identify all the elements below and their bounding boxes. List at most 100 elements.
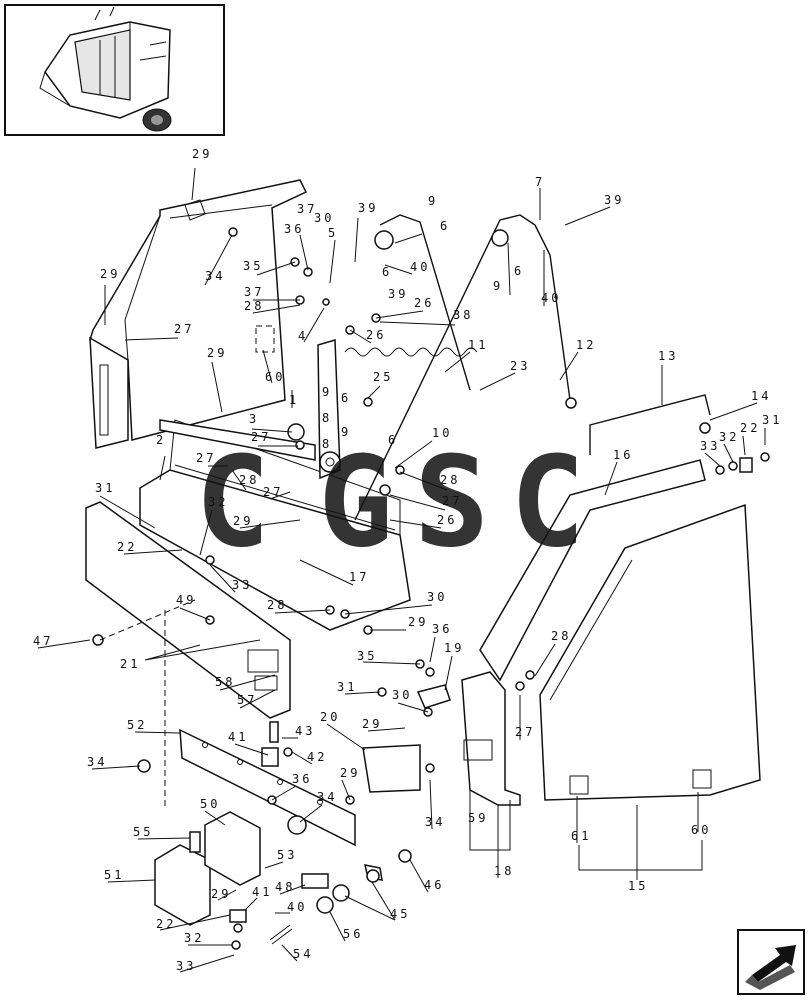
leader-lines	[37, 167, 766, 973]
callout-39: 39	[358, 201, 378, 215]
lower-mount-plate	[179, 728, 356, 847]
callout-50: 50	[200, 797, 220, 811]
callout-25: 25	[373, 370, 393, 384]
callout-29: 29	[233, 514, 253, 528]
callout-45: 45	[390, 907, 410, 921]
callout-26: 26	[414, 296, 434, 310]
mount-bracket-20	[362, 744, 421, 793]
callout-28: 28	[440, 473, 460, 487]
callout-29: 29	[362, 717, 382, 731]
callout-18: 18	[494, 864, 514, 878]
callout-29: 29	[207, 346, 227, 360]
callout-27: 27	[515, 725, 535, 739]
callout-8: 8	[322, 437, 332, 451]
callout-20: 20	[320, 710, 340, 724]
callout-5: 5	[328, 226, 338, 240]
callout-6: 6	[382, 265, 392, 279]
callout-1: 1	[289, 393, 299, 407]
callout-21: 21	[120, 657, 140, 671]
callout-35: 35	[357, 649, 377, 663]
callout-32: 32	[208, 495, 228, 509]
inner-shield-panel	[479, 459, 706, 682]
callout-29: 29	[340, 766, 360, 780]
callout-4: 4	[298, 329, 308, 343]
callout-27: 27	[442, 494, 462, 508]
callout-36: 36	[432, 622, 452, 636]
callout-13: 13	[658, 349, 678, 363]
callout-12: 12	[576, 338, 596, 352]
callout-7: 7	[535, 175, 545, 189]
callout-23: 23	[510, 359, 530, 373]
callout-9: 9	[428, 194, 438, 208]
callout-30: 30	[392, 688, 412, 702]
control-rod-center	[354, 214, 536, 521]
callout-37: 37	[244, 285, 264, 299]
decal-outline-upper	[255, 325, 275, 353]
callout-27: 27	[196, 451, 216, 465]
callout-37: 37	[297, 202, 317, 216]
callout-9: 9	[493, 279, 503, 293]
callout-42: 42	[307, 750, 327, 764]
callout-27: 27	[251, 430, 271, 444]
outer-shield	[539, 503, 761, 801]
callout-38: 38	[453, 308, 473, 322]
callout-6: 6	[388, 433, 398, 447]
callout-34: 34	[425, 815, 445, 829]
callout-2: 2	[156, 433, 166, 447]
front-cover-panel	[85, 501, 291, 719]
main-tray-frame	[139, 419, 411, 631]
machine-overview-thumbnail	[4, 4, 225, 136]
callout-26: 26	[437, 513, 457, 527]
control-rod-left	[379, 214, 471, 391]
control-rod-right	[534, 224, 571, 401]
callout-43: 43	[295, 724, 315, 738]
callout-33: 33	[176, 959, 196, 973]
callout-41: 41	[228, 730, 248, 744]
callout-17: 17	[349, 570, 369, 584]
callout-6: 6	[514, 264, 524, 278]
callout-11: 11	[468, 338, 488, 352]
callout-61: 61	[571, 829, 591, 843]
callout-39: 39	[388, 287, 408, 301]
callout-28: 28	[551, 629, 571, 643]
callout-16: 16	[613, 448, 633, 462]
long-rod	[589, 394, 711, 455]
callout-46: 46	[424, 878, 444, 892]
callout-53: 53	[277, 848, 297, 862]
callout-41: 41	[252, 885, 272, 899]
callout-31: 31	[337, 680, 357, 694]
callout-27: 27	[174, 322, 194, 336]
callout-54: 54	[293, 947, 313, 961]
callout-40: 40	[287, 900, 307, 914]
callout-35: 35	[243, 259, 263, 273]
callout-26: 26	[366, 328, 386, 342]
watermark-logo: C G S C	[195, 430, 585, 575]
callout-29: 29	[192, 147, 212, 161]
watermark-letter-s: S	[414, 430, 489, 575]
callout-32: 32	[184, 931, 204, 945]
callout-31: 31	[762, 413, 782, 427]
callout-30: 30	[427, 590, 447, 604]
callout-27: 27	[263, 485, 283, 499]
callout-36: 36	[284, 222, 304, 236]
return-arrow-icon[interactable]	[737, 929, 805, 995]
callout-40: 40	[541, 291, 561, 305]
callout-6: 6	[440, 219, 450, 233]
callout-49: 49	[176, 593, 196, 607]
callout-32: 32	[719, 430, 739, 444]
callout-31: 31	[95, 481, 115, 495]
callout-19: 19	[444, 641, 464, 655]
callout-8: 8	[322, 411, 332, 425]
callout-47: 47	[33, 634, 53, 648]
callout-6: 6	[341, 391, 351, 405]
callout-55: 55	[133, 825, 153, 839]
callout-14: 14	[751, 389, 771, 403]
callout-39: 39	[604, 193, 624, 207]
callout-28: 28	[244, 299, 264, 313]
callout-28: 28	[239, 473, 259, 487]
idler-pulley	[319, 451, 341, 473]
callout-48: 48	[275, 880, 295, 894]
callout-30: 30	[314, 211, 334, 225]
